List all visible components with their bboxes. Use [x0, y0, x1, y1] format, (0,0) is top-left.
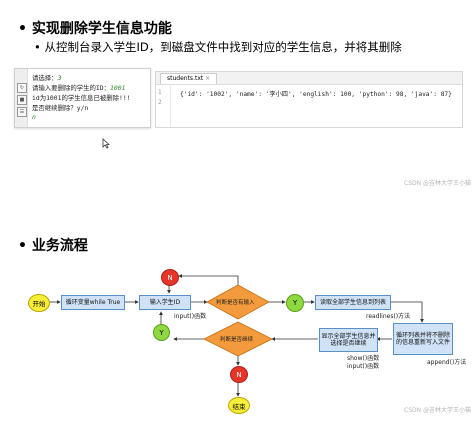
section-subtitle: • 从控制台录入学生ID，到磁盘文件中找到对应的学生信息，并将其删除	[34, 39, 402, 55]
watermark: CSDN @吉林大学王小猫	[404, 180, 472, 187]
decision-continue-diamond	[203, 321, 273, 357]
yes-circle-loop: Y	[153, 324, 170, 341]
mouse-cursor-icon	[102, 138, 110, 149]
show-result-box: 显示全部学生信息并选择是否继续	[319, 328, 378, 352]
input-fn2-note: input()函数	[347, 363, 380, 370]
loop-save-box: 循环列表并将不删除的信息重新写入文件	[393, 323, 453, 355]
editor-tabbar: students.txt ×	[156, 72, 462, 85]
pin-icon[interactable]: ☰	[17, 107, 27, 117]
flowchart: 开始 循环变量while True 输入学生ID input()函数 判断是否有…	[24, 262, 467, 424]
input-fn-note: input()函数	[174, 313, 207, 320]
start-terminal: 开始	[28, 294, 50, 312]
section-title-delete: • 实现删除学生信息功能	[18, 18, 172, 38]
section-title-flow: • 业务流程	[18, 235, 88, 255]
section-heading: 业务流程	[31, 238, 88, 254]
console-gutter: ↻ ■ ☰	[15, 69, 28, 127]
no-circle-top: N	[161, 269, 179, 286]
append-note: append()方法	[427, 359, 467, 366]
console-line: n	[32, 113, 36, 121]
file-tab-label: students.txt	[167, 75, 204, 82]
console-line: 是否继续删除？y/n	[32, 104, 89, 112]
editor-panel: students.txt × 1 2 {'id': '1002', 'name'…	[155, 71, 463, 128]
loop-box: 循环变量while True	[61, 295, 125, 310]
console-line: 请选择：3	[32, 74, 62, 82]
console-panel: ↻ ■ ☰ 请选择：3 请输入要删除的学生的ID：1001 id为1001的学生…	[14, 68, 151, 128]
subtitle-text: 从控制台录入学生ID，到磁盘文件中找到对应的学生信息，并将其删除	[44, 40, 402, 54]
console-line: id为1001的学生信息已被删除!!!	[32, 94, 131, 102]
bullet: •	[18, 238, 27, 254]
end-terminal: 结束	[228, 397, 250, 414]
stop-icon[interactable]: ■	[17, 95, 27, 105]
section-heading: 实现删除学生信息功能	[31, 21, 172, 37]
line-number: 1	[158, 89, 162, 96]
check-input-label: 判断是否有输入	[216, 300, 255, 306]
sub-bullet: •	[34, 40, 41, 54]
read-all-box: 读取全部学生信息到列表	[315, 295, 391, 310]
yes-circle: Y	[286, 294, 304, 312]
tab-students-txt[interactable]: students.txt ×	[160, 73, 218, 84]
rerun-icon[interactable]: ↻	[17, 83, 27, 93]
input-id-box: 输入学生ID	[139, 295, 191, 310]
decision-input-diamond	[206, 284, 270, 320]
editor-gutter-divider	[170, 84, 171, 127]
console-line: 请输入要删除的学生的ID：1001	[32, 84, 126, 92]
no-circle-bottom: N	[230, 366, 248, 383]
line-number: 2	[158, 99, 162, 106]
check-continue-label: 判断是否继续	[220, 337, 254, 343]
close-icon[interactable]: ×	[205, 75, 211, 82]
show-fn-note: show()函数	[347, 355, 380, 362]
bullet: •	[18, 21, 27, 37]
watermark-bottom: CSDN @吉林大学王小猫	[404, 407, 472, 414]
readlines-note: readlines()方法	[366, 313, 411, 320]
flowchart-connectors	[49, 274, 424, 397]
code-line[interactable]: {'id': '1002', 'name': '李小四', 'english':…	[180, 91, 452, 98]
